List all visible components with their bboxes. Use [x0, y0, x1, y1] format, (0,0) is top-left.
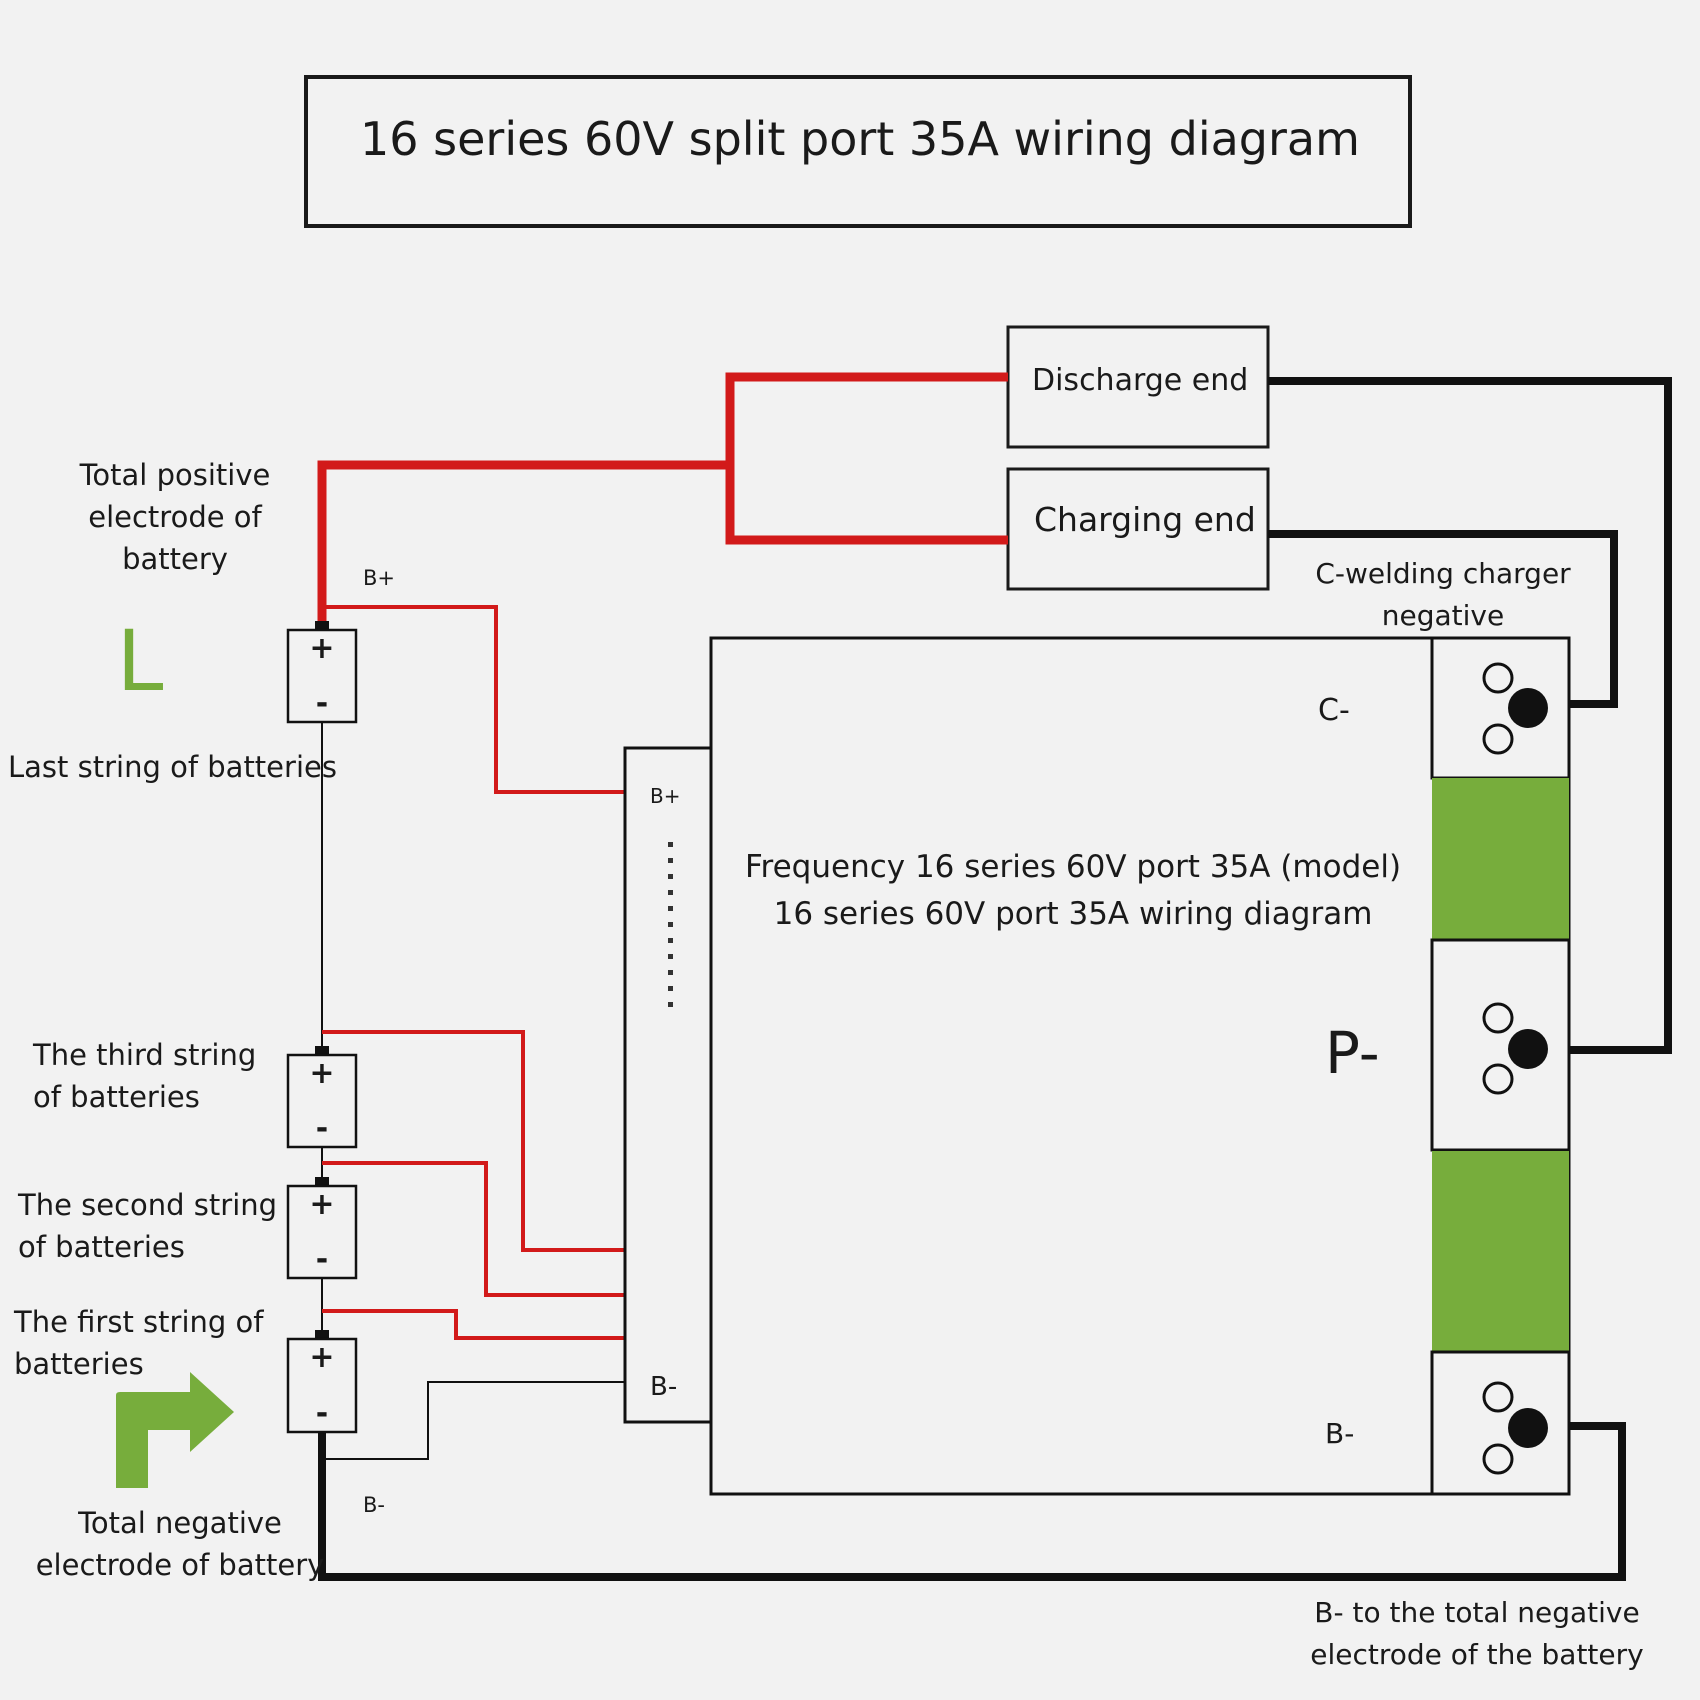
b-minus-total-line-1: B- to the total negative — [1314, 1596, 1639, 1629]
second-string-line-1: The second string — [17, 1188, 277, 1222]
battery-plus: + — [309, 1187, 334, 1222]
charging-end-box — [1006, 467, 1270, 591]
third-string-line-2: of batteries — [33, 1080, 200, 1114]
p-minus-screw-holes — [1482, 1002, 1548, 1095]
battery-minus: - — [316, 1242, 328, 1277]
board-c-minus: C- — [1318, 693, 1350, 728]
balance-connector — [623, 746, 713, 1424]
board-line-2: 16 series 60V port 35A wiring diagram — [774, 896, 1373, 932]
b-minus-screw-holes — [1482, 1381, 1548, 1475]
total-negative-line-1: Total negative — [77, 1506, 282, 1540]
p-minus-terminal — [1430, 938, 1571, 1152]
battery-first-string: + - — [286, 1330, 358, 1434]
main-negative-wires — [318, 377, 1672, 1581]
first-string-line-1: The first string of — [13, 1305, 264, 1339]
green-arrow-icon — [116, 1372, 234, 1488]
last-string-label: Last string of batteries — [8, 750, 337, 784]
board-line-1: Frequency 16 series 60V port 35A (model) — [745, 849, 1401, 885]
c-welding-line-2: negative — [1382, 599, 1504, 632]
bms-board — [709, 636, 1571, 1496]
second-string-line-2: of batteries — [18, 1230, 185, 1264]
bplus-top-label: B+ — [363, 566, 395, 590]
title-box — [304, 75, 1412, 228]
b-minus-sense-wire — [322, 1381, 625, 1460]
first-string-line-2: batteries — [14, 1347, 144, 1381]
battery-plus: + — [309, 631, 334, 666]
third-string-line-1: The third string — [32, 1038, 256, 1072]
battery-minus: - — [316, 1111, 328, 1146]
total-positive-line-1: Total positive — [79, 458, 271, 492]
board-p-minus: P- — [1325, 1019, 1380, 1087]
charging-end-label: Charging end — [1034, 500, 1256, 539]
battery-second-string: + - — [286, 1177, 358, 1280]
discharge-end-box — [1006, 325, 1270, 449]
connector-bminus-label: B- — [650, 1372, 677, 1402]
connector-pins — [668, 842, 673, 1007]
battery-minus: - — [316, 686, 328, 721]
main-positive-wire — [317, 372, 1008, 626]
balance-wires — [322, 605, 625, 1340]
c-minus-terminal — [1430, 636, 1571, 780]
connector-bplus-label: B+ — [650, 784, 680, 808]
title: 16 series 60V split port 35A wiring diag… — [360, 112, 1360, 166]
discharge-end-label: Discharge end — [1032, 363, 1248, 398]
c-minus-screw-holes — [1482, 662, 1548, 755]
battery-third-string: + - — [286, 1046, 358, 1149]
battery-plus: + — [309, 1340, 334, 1375]
label-L: L — [117, 612, 164, 710]
green-pad-2 — [1432, 1151, 1569, 1351]
total-negative-line-2: electrode of battery — [36, 1548, 325, 1582]
battery-minus: - — [316, 1396, 328, 1431]
c-welding-line-1: C-welding charger — [1315, 557, 1571, 590]
bminus-bottom-label: B- — [363, 1493, 385, 1517]
board-b-minus: B- — [1325, 1417, 1354, 1450]
battery-last-string: + - — [286, 621, 358, 724]
b-minus-total-line-2: electrode of the battery — [1310, 1638, 1643, 1671]
green-pad-1 — [1432, 778, 1569, 940]
total-positive-line-3: battery — [122, 542, 228, 576]
battery-plus: + — [309, 1056, 334, 1091]
total-positive-line-2: electrode of — [88, 500, 262, 534]
